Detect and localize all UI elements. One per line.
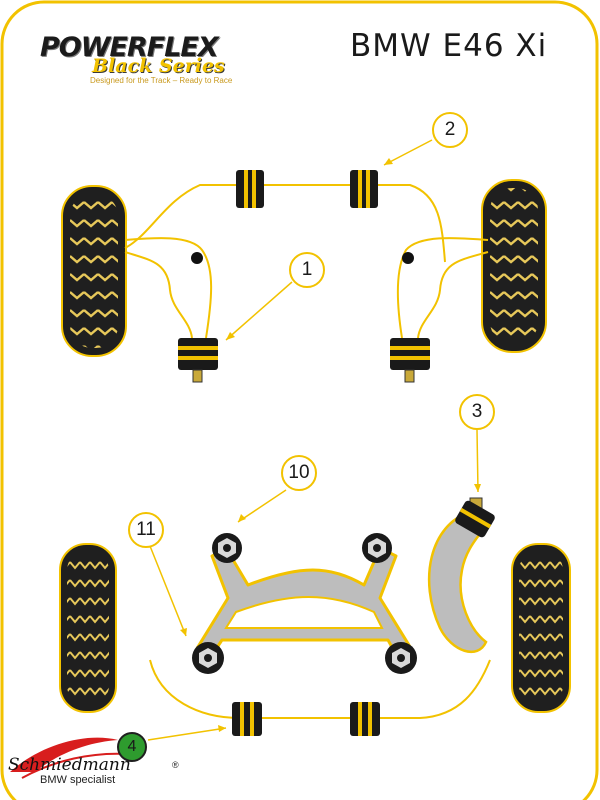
powerflex-logo: POWERFLEX Black Series Designed for the …	[40, 34, 232, 86]
front-right-tire	[481, 179, 547, 353]
leader-arrow-2	[384, 158, 393, 165]
leader-line-3	[476, 429, 479, 493]
front-arb-bush-left	[236, 170, 264, 208]
schmiedmann-logo-mark	[10, 737, 129, 779]
rear-subframe	[194, 546, 414, 660]
brand-tagline: Designed for the Track – Ready to Race	[90, 76, 233, 85]
dealer-subtitle: BMW specialist	[40, 774, 116, 786]
front-right-arm	[396, 237, 489, 339]
leader-arrow-10	[238, 514, 246, 522]
leader-arrow-4	[218, 725, 226, 732]
rear-trailing-arm	[427, 510, 488, 653]
page-title: BMW E46 Xi	[350, 28, 548, 64]
front-arb-bush-right	[350, 170, 378, 208]
subframe-mount-bottom-left	[192, 642, 224, 674]
rear-left-tire	[59, 543, 117, 713]
callout-2: 2	[432, 112, 468, 148]
front-left-tire	[61, 185, 127, 357]
rear-right-tire	[511, 543, 571, 713]
callout-11: 11	[128, 512, 164, 548]
rear-arb-bush-right	[350, 702, 380, 736]
rear-arb-bush-left	[232, 702, 262, 736]
subframe-mount-top-right	[362, 533, 392, 563]
leader-arrow-1	[226, 332, 235, 340]
leader-line-4	[147, 727, 227, 741]
front-left-arm-lower	[124, 251, 193, 339]
callout-10: 10	[281, 455, 317, 491]
callout-1: 1	[289, 252, 325, 288]
leader-line-1	[225, 281, 293, 341]
leader-arrow-11	[180, 628, 187, 636]
registered-mark: ®	[172, 760, 179, 770]
callout-4: 4	[117, 732, 147, 762]
leader-line-11	[149, 545, 187, 637]
front-right-arm-lower	[417, 251, 489, 339]
subframe-mount-top-left	[212, 533, 242, 563]
front-left-arm	[124, 237, 213, 339]
front-right-pivot	[402, 252, 414, 264]
front-anti-roll-bar	[124, 184, 446, 263]
callout-3: 3	[459, 394, 495, 430]
dealer-logo: Schmiedmann BMW specialist	[8, 756, 131, 786]
leader-line-10	[237, 489, 287, 523]
rear-trailing-arm-bush	[455, 497, 495, 538]
front-left-pivot	[191, 252, 203, 264]
leader-line-2	[383, 139, 433, 166]
brand-series: Black Series	[92, 55, 225, 77]
brand-name: POWERFLEX	[40, 32, 219, 63]
front-arm-bush-right	[390, 338, 430, 383]
subframe-mount-bottom-right	[385, 642, 417, 674]
leader-arrow-3	[474, 484, 481, 492]
dealer-name: Schmiedmann	[8, 755, 131, 775]
front-arm-bush-left	[178, 338, 218, 383]
